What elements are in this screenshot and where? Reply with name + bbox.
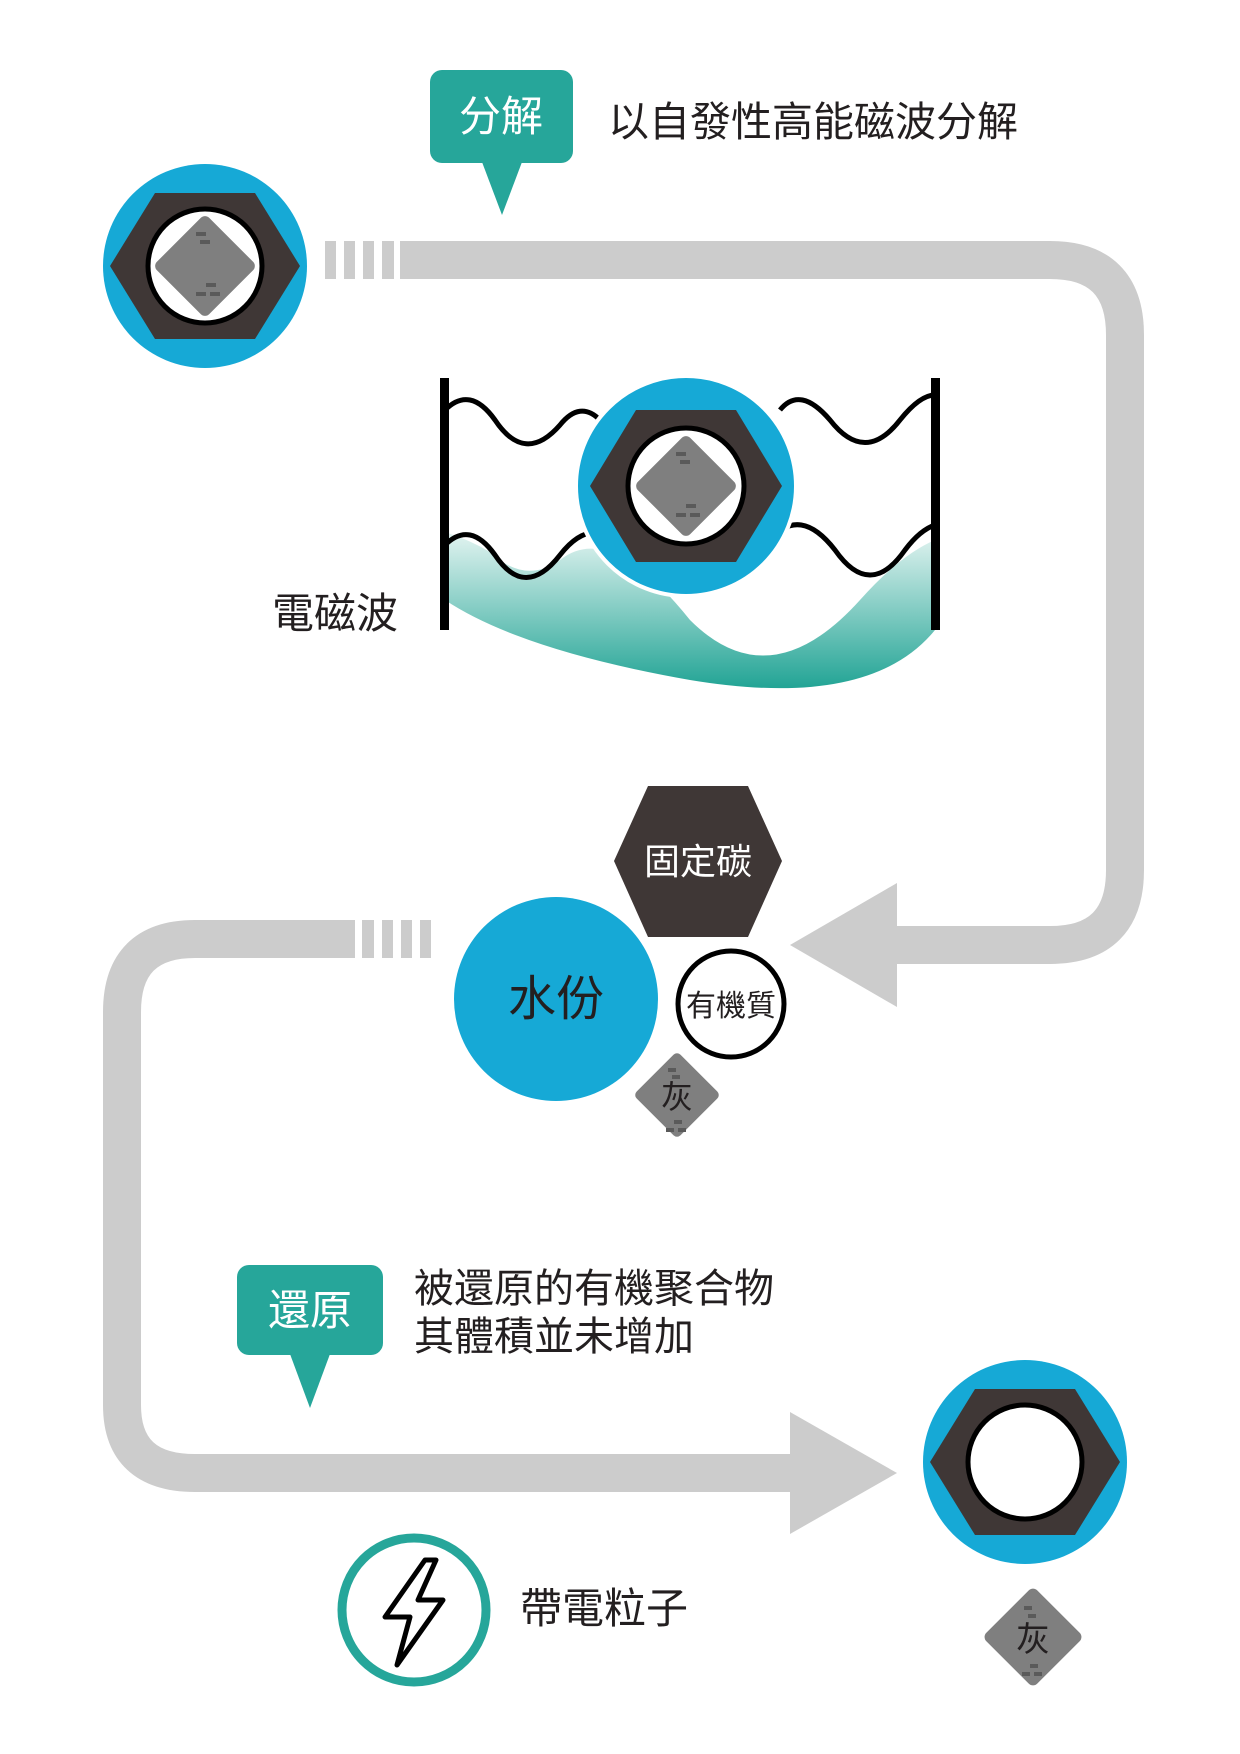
flow-path-lower [103, 920, 800, 1492]
reduction-badge: 還原 [237, 1265, 383, 1408]
output-ash-diamond: 灰 [984, 1588, 1082, 1686]
chamber-wall-left [440, 378, 449, 630]
wave-line [443, 397, 602, 447]
lightning-bolt-icon [382, 1557, 446, 1668]
flow-dash [363, 241, 374, 279]
reduction-badge-label: 還原 [268, 1286, 352, 1335]
flow-dash [362, 920, 374, 958]
moisture-label: 水份 [508, 971, 604, 1027]
flow-path [103, 241, 1144, 1534]
em-wave-label: 電磁波 [272, 589, 398, 638]
fixed-carbon-label: 固定碳 [644, 842, 752, 883]
reduction-description-line2: 其體積並未增加 [414, 1314, 694, 1360]
charged-particle-label: 帶電粒子 [520, 1584, 688, 1633]
arrow-left-head [790, 883, 897, 1007]
wave-fill [445, 532, 935, 689]
reduction-description-line1: 被還原的有機聚合物 [414, 1266, 774, 1312]
flow-dash [401, 920, 412, 958]
wave-line [778, 392, 936, 445]
decompose-description: 以自發性高能磁波分解 [608, 98, 1018, 146]
ash-diamond: 灰 [635, 1053, 719, 1137]
flow-dash [325, 241, 336, 279]
flow-path-upper [400, 241, 1144, 964]
ash-label: 灰 [661, 1078, 693, 1116]
flow-dash [420, 920, 431, 958]
output-ash-label: 灰 [1016, 1620, 1050, 1660]
flow-dash [382, 241, 394, 279]
em-wave-chamber [440, 374, 940, 689]
wave-particle-icon [574, 374, 798, 598]
input-particle-icon [103, 164, 307, 368]
fixed-carbon-hexagon: 固定碳 [614, 786, 782, 937]
organic-label: 有機質 [686, 989, 776, 1024]
organic-circle: 有機質 [675, 948, 787, 1060]
down-arrow-icon [482, 162, 522, 215]
moisture-circle: 水份 [454, 897, 658, 1101]
output-particle-icon [923, 1360, 1127, 1564]
wave-line [768, 522, 936, 578]
decompose-badge-label: 分解 [459, 92, 543, 141]
chamber-wall-right [931, 378, 940, 630]
decompose-badge: 分解 [430, 70, 573, 215]
flow-dash [344, 241, 355, 279]
arrow-right-head [790, 1412, 897, 1534]
charged-particle-legend: 帶電粒子 [337, 1533, 688, 1687]
flow-dash [382, 920, 393, 958]
components-cluster: 固定碳 水份 有機質 灰 [454, 786, 787, 1137]
down-arrow-icon [290, 1354, 330, 1408]
